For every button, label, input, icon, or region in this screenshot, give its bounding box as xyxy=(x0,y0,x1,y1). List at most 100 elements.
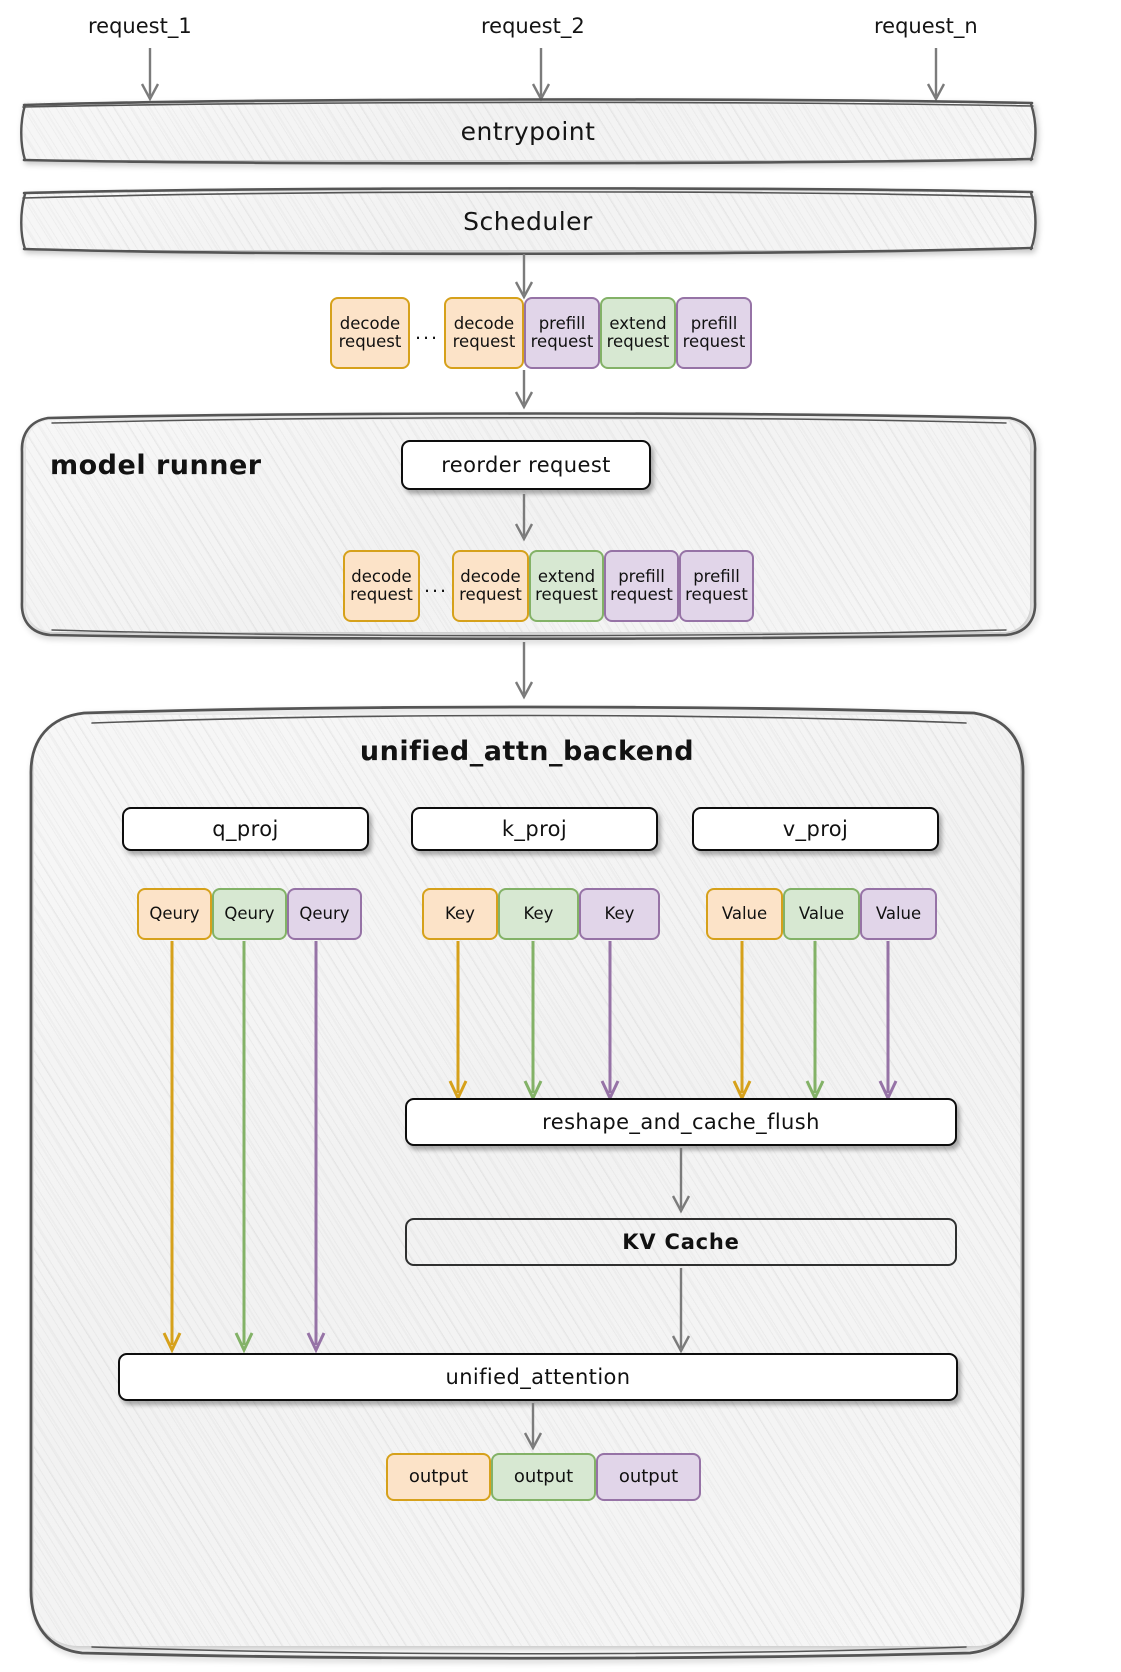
chip-line-2: request xyxy=(535,585,598,604)
unified-attn-backend-container: unified_attn_backend q_proj k_proj v_pro… xyxy=(22,703,1032,1660)
chip-line-2: request xyxy=(452,332,516,351)
chip-line-1: prefill xyxy=(690,314,738,334)
chip-line-1: prefill xyxy=(618,567,665,587)
key-token-orange[interactable]: Key xyxy=(422,888,498,940)
chip-decode-request[interactable]: decode request xyxy=(330,297,410,369)
unified-attention-box[interactable]: unified_attention xyxy=(118,1353,958,1401)
chip-line-2: request xyxy=(682,332,746,351)
value-token-purple[interactable]: Value xyxy=(860,888,937,940)
chip-decode-request[interactable]: decode request xyxy=(343,550,420,622)
scheduler-band-fill xyxy=(22,192,1034,250)
model-runner-container: model runner reorder request decode requ… xyxy=(18,412,1038,641)
chip-decode-request[interactable]: decode request xyxy=(444,297,524,369)
output-chip-purple[interactable]: output xyxy=(596,1453,701,1501)
reshape-and-cache-flush-box[interactable]: reshape_and_cache_flush xyxy=(405,1098,957,1146)
arrow-batch-to-model-runner xyxy=(514,370,534,410)
scheduler-label: Scheduler xyxy=(463,206,593,236)
q-proj-label: q_proj xyxy=(212,817,279,841)
model-runner-title: model runner xyxy=(50,450,262,481)
key-token-label: Key xyxy=(604,904,635,924)
ellipsis-text: ... xyxy=(423,575,449,597)
scheduler-batch: decode request ... decode request prefil… xyxy=(330,297,752,369)
chip-line-2: request xyxy=(685,585,748,604)
arrow-model-runner-to-backend xyxy=(514,642,534,700)
query-token-green[interactable]: Qeury xyxy=(212,888,287,940)
chip-line-1: extend xyxy=(609,314,667,334)
chip-line-1: prefill xyxy=(693,567,740,587)
q-to-attention-arrows xyxy=(162,941,326,1354)
chip-line-2: request xyxy=(610,585,673,604)
value-token-label: Value xyxy=(875,904,922,924)
chip-line-1: decode xyxy=(453,314,515,334)
unified-attention-label: unified_attention xyxy=(445,1365,631,1389)
query-token-label: Qeury xyxy=(224,904,275,924)
arrow-reorder-to-batch xyxy=(514,494,534,542)
chip-line-1: decode xyxy=(460,567,521,587)
chip-line-2: request xyxy=(459,585,522,604)
query-token-purple[interactable]: Qeury xyxy=(287,888,362,940)
kv-cache-label: KV Cache xyxy=(622,1230,740,1254)
chip-decode-request[interactable]: decode request xyxy=(452,550,529,622)
entrypoint-label: entrypoint xyxy=(460,116,596,146)
backend-title: unified_attn_backend xyxy=(359,735,695,767)
reorder-request-box[interactable]: reorder request xyxy=(401,440,651,490)
scheduler-band: Scheduler xyxy=(18,186,1038,256)
output-label: output xyxy=(408,1466,469,1488)
q-token-row: Qeury Qeury Qeury xyxy=(137,888,362,940)
v-proj-label: v_proj xyxy=(782,817,849,841)
k-proj-label: k_proj xyxy=(501,817,568,841)
chip-line-2: request xyxy=(350,585,413,604)
output-row: output output output xyxy=(386,1453,701,1501)
query-token-orange[interactable]: Qeury xyxy=(137,888,212,940)
output-chip-orange[interactable]: output xyxy=(386,1453,491,1501)
input-arrows xyxy=(140,48,946,102)
query-token-label: Qeury xyxy=(299,904,350,924)
key-token-row: Key Key Key xyxy=(422,888,660,940)
entrypoint-band: entrypoint xyxy=(18,96,1038,166)
query-token-label: Qeury xyxy=(149,904,200,924)
chip-prefill-request[interactable]: prefill request xyxy=(604,550,679,622)
key-token-purple[interactable]: Key xyxy=(579,888,660,940)
arrow-scheduler-to-batch xyxy=(514,254,534,300)
q-proj-box[interactable]: q_proj xyxy=(122,807,369,851)
input-label-request-n: request_n xyxy=(874,14,978,38)
key-token-label: Key xyxy=(445,904,475,924)
key-token-label: Key xyxy=(523,904,554,924)
input-label-request-1: request_1 xyxy=(88,14,192,38)
key-token-green[interactable]: Key xyxy=(498,888,579,940)
k-proj-box[interactable]: k_proj xyxy=(411,807,658,851)
arrow-attention-to-outputs xyxy=(523,1403,543,1451)
output-label: output xyxy=(513,1466,574,1488)
chip-ellipsis: ... xyxy=(420,550,452,622)
value-token-orange[interactable]: Value xyxy=(706,888,783,940)
chip-prefill-request[interactable]: prefill request xyxy=(679,550,754,622)
chip-line-2: request xyxy=(338,332,402,351)
chip-line-1: decode xyxy=(351,567,412,587)
reorder-request-label: reorder request xyxy=(441,453,611,477)
chip-extend-request[interactable]: extend request xyxy=(529,550,604,622)
chip-prefill-request[interactable]: prefill request xyxy=(524,297,600,369)
chip-line-2: request xyxy=(606,332,670,351)
chip-ellipsis: ... xyxy=(410,297,444,369)
entrypoint-band-fill xyxy=(22,102,1034,160)
input-label-request-2: request_2 xyxy=(481,14,585,38)
arrow-kv-cache-to-attention xyxy=(671,1268,691,1354)
chip-line-2: request xyxy=(530,332,594,351)
reordered-batch: decode request ... decode request extend… xyxy=(343,550,754,622)
reshape-and-cache-flush-label: reshape_and_cache_flush xyxy=(542,1110,820,1134)
v-proj-box[interactable]: v_proj xyxy=(692,807,939,851)
chip-line-1: extend xyxy=(537,567,596,587)
value-token-label: Value xyxy=(721,904,768,924)
value-token-green[interactable]: Value xyxy=(783,888,860,940)
arrow-reshape-to-kv-cache xyxy=(671,1148,691,1214)
value-token-label: Value xyxy=(798,904,845,924)
chip-extend-request[interactable]: extend request xyxy=(600,297,676,369)
chip-line-1: decode xyxy=(339,314,401,334)
output-label: output xyxy=(618,1466,679,1488)
ellipsis-text: ... xyxy=(414,322,440,344)
chip-prefill-request[interactable]: prefill request xyxy=(676,297,752,369)
kv-cache-box[interactable]: KV Cache xyxy=(405,1218,957,1266)
output-chip-green[interactable]: output xyxy=(491,1453,596,1501)
value-token-row: Value Value Value xyxy=(706,888,937,940)
